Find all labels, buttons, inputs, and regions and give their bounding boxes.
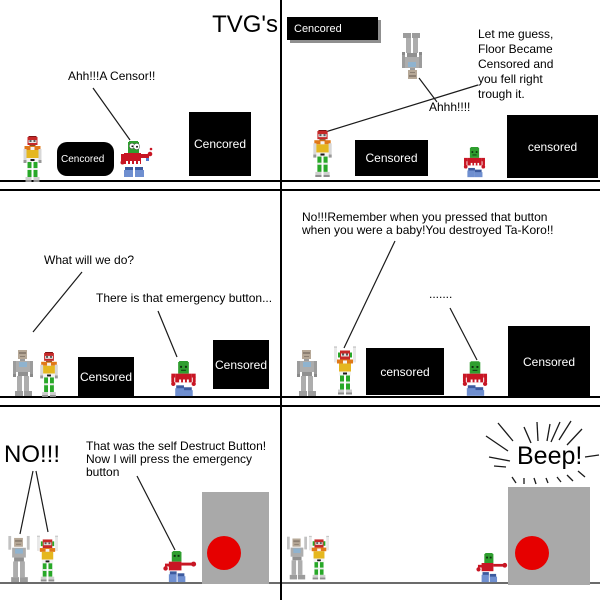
p2-censor-box-mid-label: Censored [365, 151, 418, 165]
p1-speech-censor-alarm: Ahh!!!A Censor!! [68, 69, 156, 83]
p4-gray-robot-character [296, 350, 318, 397]
p1-hero-character [22, 136, 43, 182]
p2-falling-gray-robot-character [401, 31, 423, 80]
p3-speech-emergency: There is that emergency button... [96, 291, 273, 305]
p4-censor-robot-character [462, 361, 488, 397]
p3-censor-box-right: Censored [213, 340, 269, 389]
p2-hero-character [312, 130, 333, 177]
p1-censor-box-small-label: Cencored [61, 153, 105, 165]
p4-censor-box-right-label: Censored [522, 355, 576, 369]
p2-censor-box-top: Cencored [287, 17, 378, 40]
ground-line-row1 [0, 180, 600, 182]
ground-line-row3 [0, 582, 600, 584]
p1-censor-box-small: Cencored [57, 142, 114, 176]
ground-line-row2 [0, 396, 600, 398]
p6-emergency-button [515, 536, 549, 570]
p6-hero-arms-up-character [309, 534, 329, 583]
p2-censor-box-right-label: censored [527, 139, 578, 154]
p1-censor-box-large-label: Cencored [193, 137, 247, 151]
panel-divider-horizontal-2 [0, 405, 600, 407]
p5-emergency-button-pillar [202, 492, 269, 584]
p2-censor-box-top-label: Cencored [294, 22, 342, 35]
p5-speech-no: NO!!! [4, 441, 61, 468]
p2-speech-guess: Let me guess, Floor Became Censored and … [478, 27, 554, 101]
panel-divider-vertical [280, 0, 282, 600]
comic-title: TVG's [212, 11, 278, 38]
p3-censor-box-left-label: Censored [79, 369, 133, 384]
p3-censor-robot-character [170, 361, 197, 397]
p3-hero-character [39, 352, 59, 397]
p3-speech-what: What will we do? [44, 253, 135, 267]
p3-censor-box-left: Censored [78, 357, 134, 396]
p5-hero-arms-up-character [37, 535, 58, 584]
p6-gray-robot-arms-up-character [287, 534, 307, 583]
p5-emergency-button [207, 536, 241, 570]
panel-divider-horizontal-1 [0, 189, 600, 191]
p4-speech-remember: No!!!Remember when you pressed that butt… [302, 210, 554, 237]
p1-censor-box-large: Cencored [189, 112, 251, 176]
p6-censor-robot-pressing-character [476, 553, 509, 583]
p4-hero-arms-up-character [334, 346, 356, 397]
p4-censor-box-right: Censored [508, 326, 590, 398]
p6-speech-beep: Beep! [517, 442, 583, 470]
p5-speech-destruct: That was the self Destruct Button! Now I… [86, 439, 267, 479]
p1-censor-robot-character [119, 141, 153, 178]
p4-speech-dots: ....... [429, 287, 453, 301]
p3-censor-box-right-label: Censored [214, 357, 268, 372]
p3-gray-robot-character [12, 350, 34, 397]
p5-gray-robot-arms-up-character [8, 535, 30, 584]
p5-censor-robot-pressing-character [163, 551, 198, 583]
p4-censor-box-left: censored [366, 348, 444, 395]
p2-censor-box-right: censored [507, 115, 598, 178]
p2-censor-robot-character [463, 147, 486, 178]
p2-censor-box-mid: Censored [355, 140, 428, 176]
p2-speech-scream: Ahhh!!!! [429, 100, 471, 114]
p6-emergency-button-pillar [508, 487, 590, 585]
p4-censor-box-left-label: censored [380, 364, 430, 379]
